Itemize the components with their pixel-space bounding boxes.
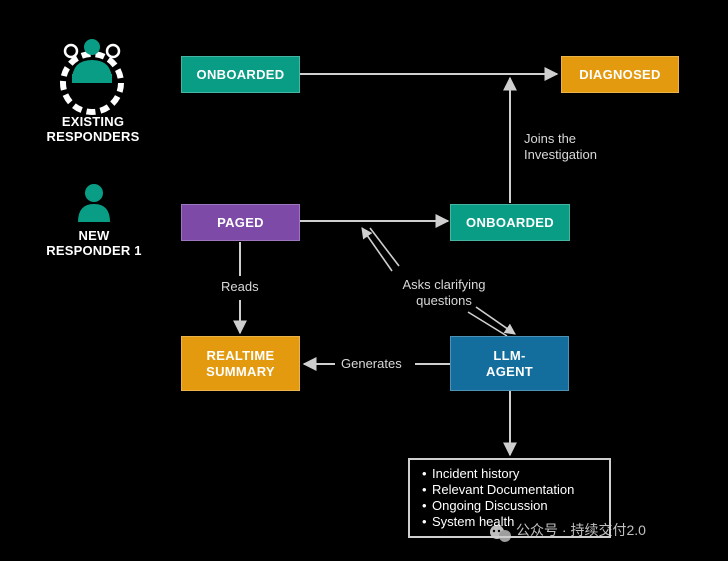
- context-item: Relevant Documentation: [422, 482, 609, 498]
- context-item: System health: [422, 514, 609, 530]
- responder-person-icon: [78, 184, 110, 222]
- arrow-agent-to-paged-lower: [369, 227, 400, 267]
- node-realtime-summary: REALTIME SUMMARY: [181, 336, 300, 391]
- watermark: 公众号 · 持续交付2.0: [489, 521, 646, 539]
- node-paged-label: PAGED: [217, 214, 264, 230]
- new-responder-line1: NEW: [78, 228, 110, 243]
- node-onboarded-new-label: ONBOARDED: [466, 214, 554, 230]
- existing-responders-label: EXISTING RESPONDERS: [40, 114, 146, 144]
- node-realtime-summary-line1: REALTIME: [206, 347, 275, 363]
- node-llm-agent: LLM- AGENT: [450, 336, 569, 391]
- arrow-agent-to-paged-upper: [361, 227, 393, 272]
- edge-label-joins: Joins the Investigation: [524, 131, 597, 163]
- edge-label-reads-text: Reads: [221, 279, 259, 294]
- edge-label-asks: Asks clarifying questions: [384, 277, 504, 309]
- edge-label-generates: Generates: [341, 356, 402, 372]
- new-responder-line2: RESPONDER 1: [46, 243, 142, 258]
- context-item: Incident history: [422, 466, 609, 482]
- node-onboarded-existing-label: ONBOARDED: [196, 66, 285, 82]
- node-diagnosed-label: DIAGNOSED: [579, 66, 661, 82]
- edge-label-reads: Reads: [221, 279, 259, 295]
- edge-label-joins-line1: Joins the: [524, 131, 577, 146]
- arrow-paged-to-agent-upper: [467, 311, 508, 337]
- edge-label-joins-line2: Investigation: [524, 147, 597, 162]
- node-realtime-summary-line2: SUMMARY: [206, 363, 275, 379]
- edge-label-generates-text: Generates: [341, 356, 402, 371]
- existing-responders-line2: RESPONDERS: [46, 129, 140, 144]
- node-onboarded-existing: ONBOARDED: [181, 56, 300, 93]
- arrow-paged-to-agent-lower: [475, 306, 516, 335]
- new-responder-label: NEW RESPONDER 1: [40, 228, 148, 258]
- node-diagnosed: DIAGNOSED: [561, 56, 679, 93]
- watermark-text: 公众号 · 持续交付2.0: [516, 522, 646, 538]
- existing-responders-line1: EXISTING: [61, 114, 125, 129]
- agent-context-list: Incident history Relevant Documentation …: [408, 458, 611, 538]
- node-llm-agent-line1: LLM-: [493, 347, 526, 363]
- responders-group-icon: [60, 39, 124, 115]
- edge-label-asks-line1: Asks clarifying: [402, 277, 486, 292]
- node-llm-agent-line2: AGENT: [486, 363, 533, 379]
- node-paged: PAGED: [181, 204, 300, 241]
- edge-label-asks-line2: questions: [416, 293, 472, 308]
- context-item: Ongoing Discussion: [422, 498, 609, 514]
- node-onboarded-new: ONBOARDED: [450, 204, 570, 241]
